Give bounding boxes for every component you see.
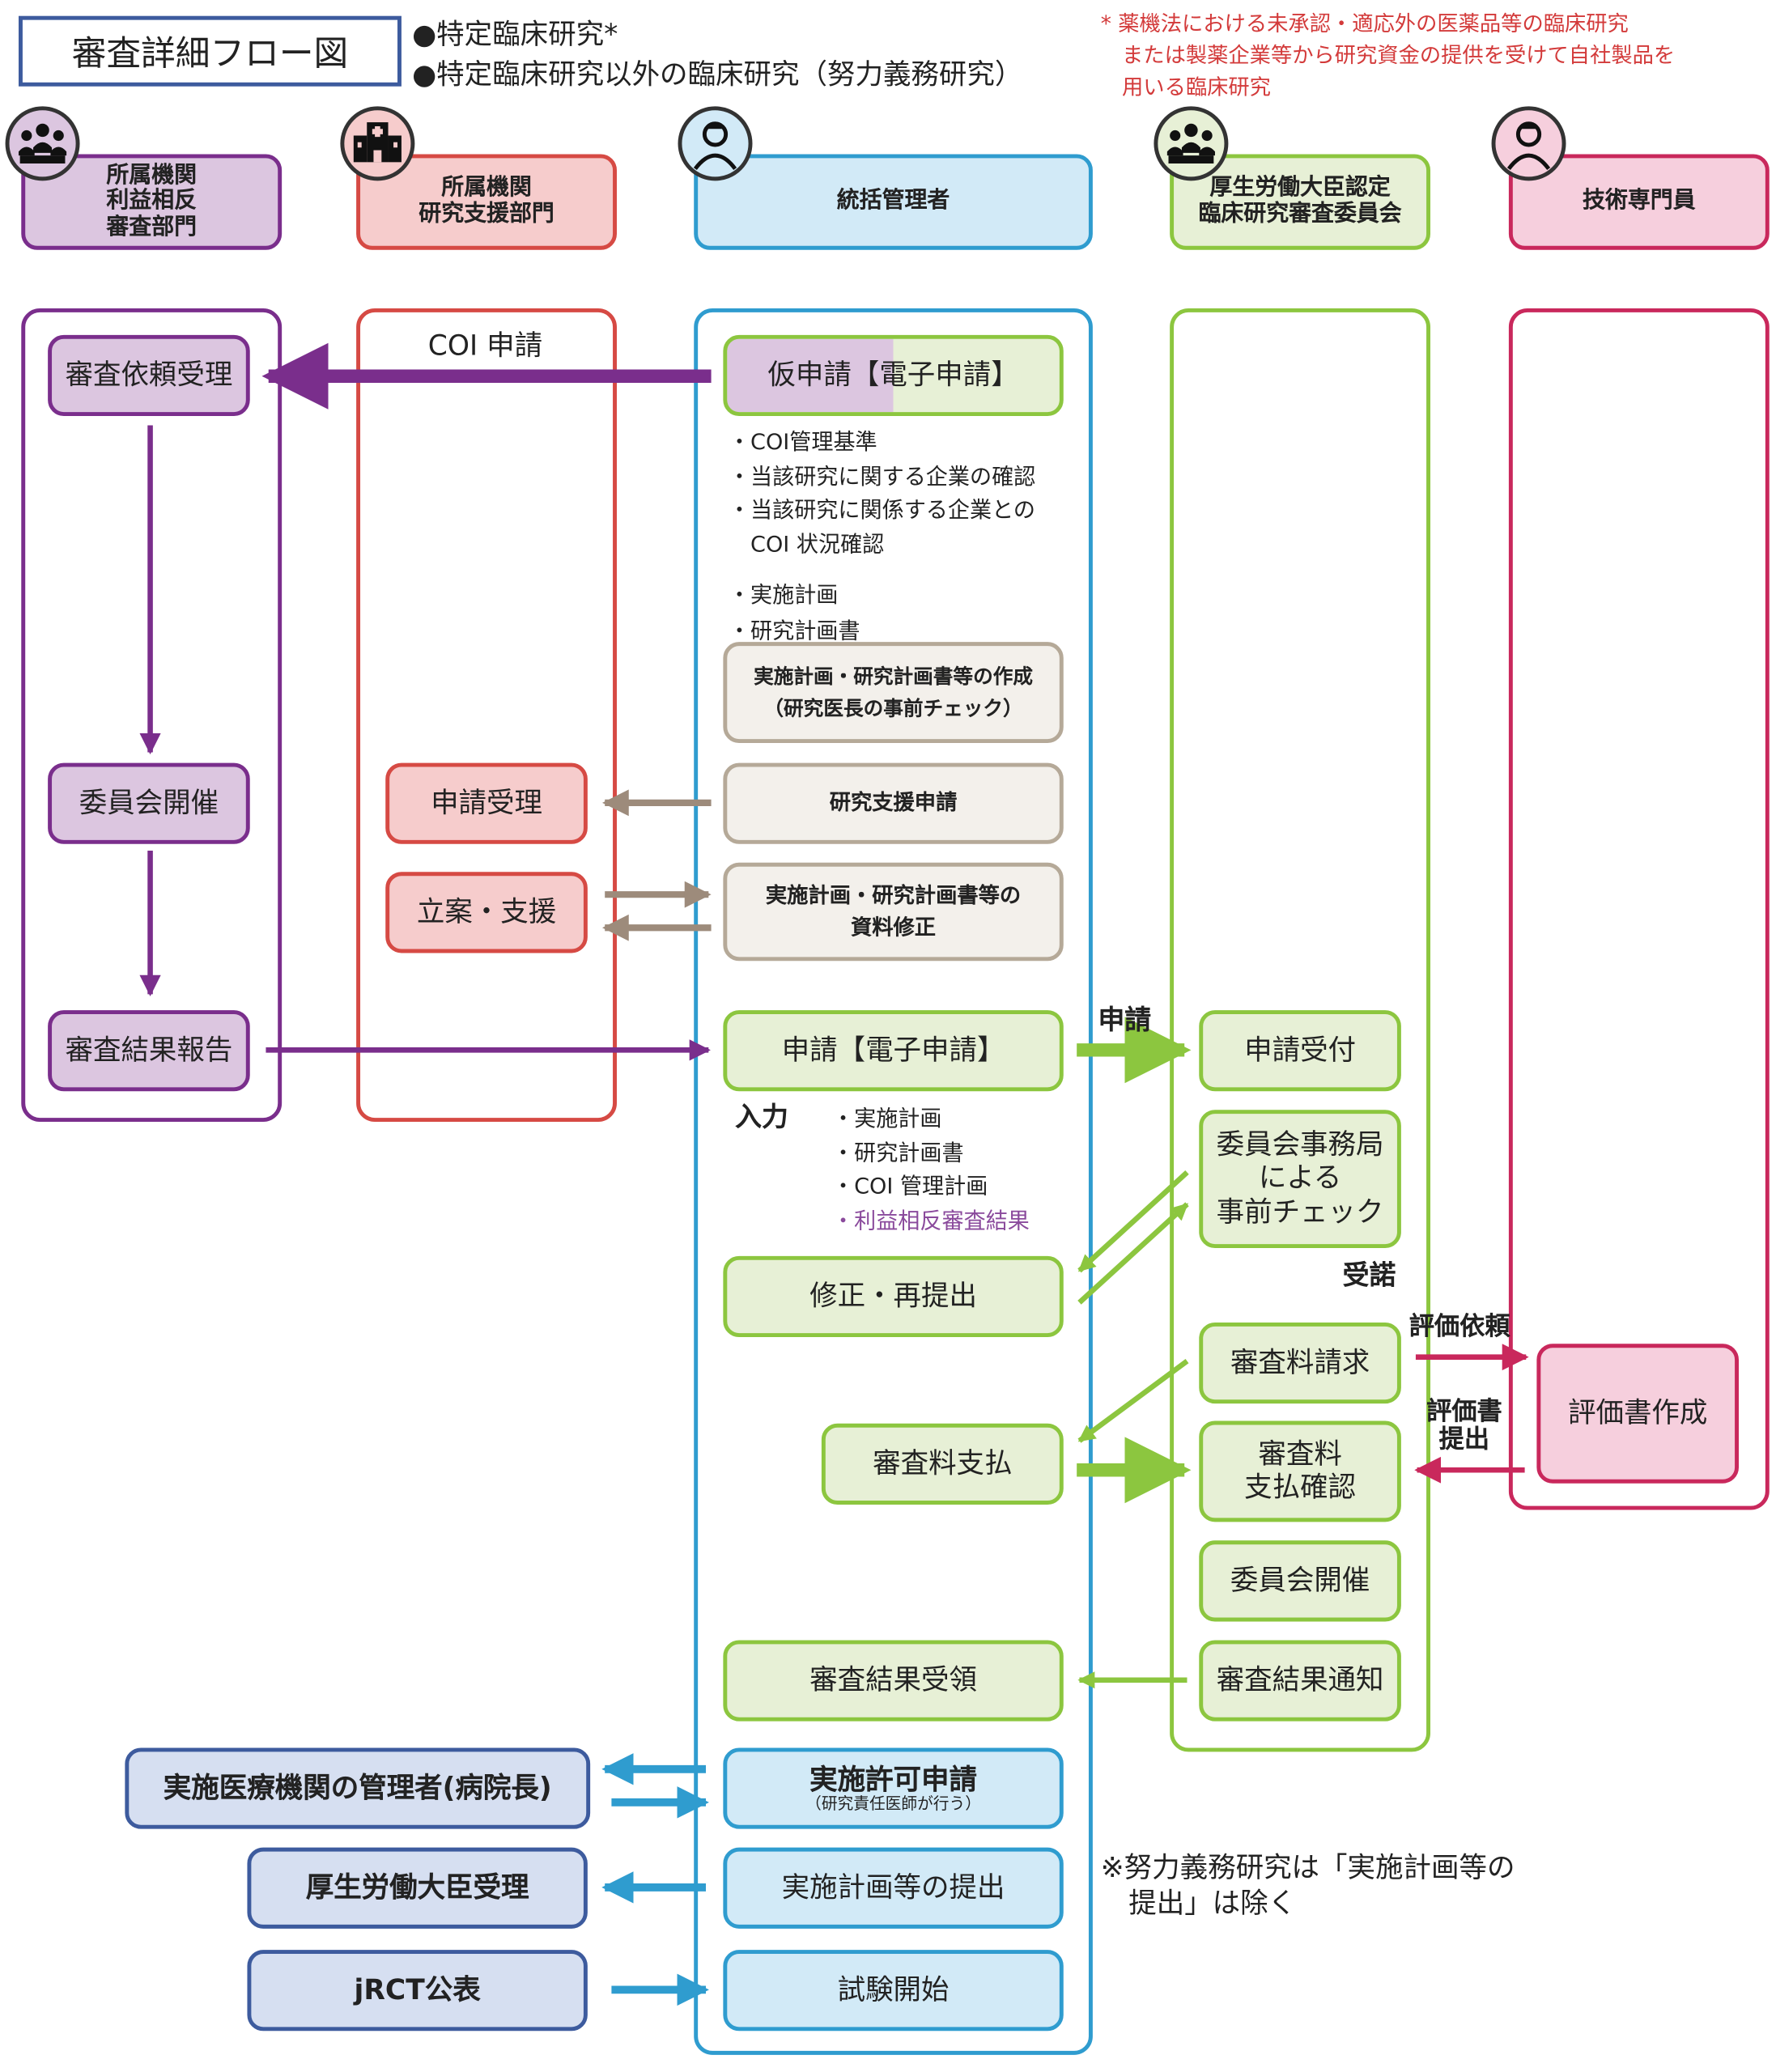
input-item-coi-result: ・利益相反審査結果	[832, 1208, 1030, 1233]
planning-support: 立案・支援	[385, 872, 588, 953]
secretariat-precheck: 委員会事務局 による 事前チェック	[1199, 1110, 1401, 1249]
provisional-application-label: 仮申請	[767, 359, 852, 392]
permit-application-note: （研究責任医師が行う）	[805, 1794, 981, 1813]
group-meeting-icon	[1154, 106, 1229, 181]
review-result-received: 審査結果受領	[723, 1640, 1064, 1722]
coi-notes: ・COI管理基準 ・当該研究に関する企業の確認 ・当該研究に関係する企業との C…	[728, 429, 1036, 557]
minister-receipt: 厚生労働大臣受理	[247, 1847, 588, 1929]
person-icon	[678, 106, 753, 181]
input-label: 入力	[735, 1100, 788, 1133]
group-meeting-icon	[5, 106, 80, 181]
hospital-director: 実施医療機関の管理者(病院長)	[125, 1747, 591, 1829]
provisional-application: 仮申請【電子申請】	[723, 334, 1064, 417]
committee-meeting: 委員会開催	[1199, 1540, 1401, 1622]
header-committee: 厚生労働大臣認定 臨床研究審査委員会	[1170, 154, 1431, 250]
trial-start: 試験開始	[723, 1950, 1064, 2032]
lane-expert	[1508, 308, 1770, 1510]
electronic-application: 申請【電子申請】	[723, 1010, 1064, 1092]
header-manager: 統括管理者	[694, 154, 1093, 250]
plan-creation: 実施計画・研究計画書等の作成 （研究医長の事前チェック）	[723, 642, 1064, 743]
input-item-protocol: ・研究計画書	[832, 1140, 964, 1166]
evaluation-submit-label: 評価書 提出	[1426, 1396, 1502, 1454]
jrct-publication: jRCT公表	[247, 1950, 588, 2032]
review-result-report: 審査結果報告	[48, 1010, 250, 1092]
footnote: * 薬機法における未承認・適応外の医薬品等の臨床研究 または製薬企業等から研究資…	[1100, 11, 1676, 100]
legend-specified-research: ●特定臨床研究*	[412, 18, 618, 51]
coi-committee-meeting: 委員会開催	[48, 762, 250, 844]
lane-support-dept	[356, 308, 617, 1123]
plan-notes: ・実施計画 ・研究計画書	[728, 582, 860, 644]
lane-coi-dept	[21, 308, 283, 1123]
payment-confirmation: 審査料 支払確認	[1199, 1420, 1401, 1522]
correction-resubmission: 修正・再提出	[723, 1255, 1064, 1338]
review-fee-payment: 審査料支払	[821, 1423, 1064, 1505]
person-icon	[1491, 106, 1566, 181]
effort-research-note: ※努力義務研究は「実施計画等の 提出」は除く	[1100, 1851, 1515, 1920]
hospital-building-icon	[340, 106, 415, 181]
permit-application-label: 実施許可申請	[809, 1763, 978, 1795]
header-expert: 技術専門員	[1508, 154, 1770, 250]
review-fee-request: 審査料請求	[1199, 1322, 1401, 1404]
evaluation-creation: 評価書作成	[1536, 1344, 1739, 1484]
coi-application-label: COI 申請	[427, 329, 543, 362]
electronic-application-label: 【電子申請】	[851, 359, 1019, 392]
plan-submission: 実施計画等の提出	[723, 1847, 1064, 1929]
review-result-notice: 審査結果通知	[1199, 1640, 1401, 1722]
application-received: 申請受理	[385, 762, 588, 844]
document-revision: 実施計画・研究計画書等の 資料修正	[723, 862, 1064, 962]
application-arrow-label: 申請	[1098, 1003, 1152, 1036]
input-items: ・実施計画 ・研究計画書 ・COI 管理計画 ・利益相反審査結果	[832, 1102, 1030, 1238]
evaluation-request-label: 評価依頼	[1408, 1311, 1510, 1341]
permit-application: 実施許可申請 （研究責任医師が行う）	[723, 1747, 1064, 1829]
diagram-title: 審査詳細フロー図	[18, 15, 402, 87]
review-request-received: 審査依頼受理	[48, 334, 250, 417]
legend-other-research: ●特定臨床研究以外の臨床研究（努力義務研究）	[412, 58, 1023, 91]
application-reception: 申請受付	[1199, 1010, 1401, 1092]
research-support-request: 研究支援申請	[723, 762, 1064, 844]
input-item-plan: ・実施計画	[832, 1106, 942, 1132]
input-item-coi-plan: ・COI 管理計画	[832, 1174, 988, 1199]
acceptance-label: 受諾	[1342, 1259, 1396, 1291]
header-coi-dept: 所属機関 利益相反 審査部門	[21, 154, 283, 250]
